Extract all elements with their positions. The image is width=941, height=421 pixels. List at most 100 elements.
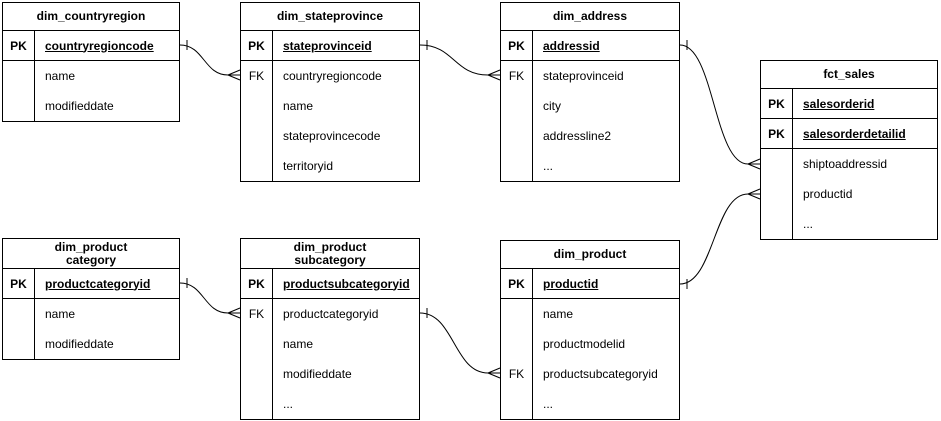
key-cell-empty	[501, 299, 533, 329]
table-row-dim_product-name[interactable]: name	[501, 299, 679, 329]
key-cell-empty	[3, 91, 35, 121]
table-row-dim_address-[interactable]: ...	[501, 151, 679, 181]
table-row-dim_product_subcategory-modifieddate[interactable]: modifieddate	[241, 359, 419, 389]
connector-dim_product_category-to-dim_product_subcategory[interactable]	[179, 278, 241, 319]
table-row-dim_product_subcategory-[interactable]: ...	[241, 389, 419, 419]
field-name: name	[283, 337, 314, 351]
connector-line[interactable]	[179, 282, 229, 314]
table-row-dim_product-productsubcategoryid[interactable]: FK productsubcategoryid	[501, 359, 679, 389]
key-cell-empty	[241, 121, 273, 151]
connector-line[interactable]	[419, 44, 489, 76]
connector-line[interactable]	[179, 44, 229, 76]
field-name: city	[543, 99, 561, 113]
connector-line[interactable]	[679, 193, 749, 285]
field-name: countryregioncode	[45, 38, 154, 53]
field-name: stateprovinceid	[543, 69, 624, 83]
table-title-fct_sales[interactable]: fct_sales	[761, 61, 937, 89]
table-row-dim_product-productid[interactable]: PK productid	[501, 269, 679, 299]
table-row-fct_sales-productid[interactable]: productid	[761, 179, 937, 209]
table-row-fct_sales-shiptoaddressid[interactable]: shiptoaddressid	[761, 149, 937, 179]
table-title-line: subcategory	[294, 252, 366, 267]
key-cell-empty	[501, 329, 533, 359]
table-row-dim_countryregion-modifieddate[interactable]: modifieddate	[3, 91, 179, 121]
key-label: FK	[501, 359, 533, 389]
table-row-fct_sales-[interactable]: ...	[761, 209, 937, 239]
table-row-dim_stateprovince-stateprovincecode[interactable]: stateprovincecode	[241, 121, 419, 151]
field-name: name	[45, 69, 76, 83]
key-label: PK	[501, 31, 533, 60]
table-row-dim_address-city[interactable]: city	[501, 91, 679, 121]
table-row-dim_product-productmodelid[interactable]: productmodelid	[501, 329, 679, 359]
field-name: productsubcategoryid	[283, 276, 410, 291]
field-name: productcategoryid	[283, 307, 379, 321]
connector-line[interactable]	[419, 312, 489, 374]
table-row-dim_product_category-name[interactable]: name	[3, 299, 179, 329]
table-title-line: dim_address	[552, 9, 628, 23]
field-name: productid	[803, 187, 853, 201]
key-cell-empty	[241, 151, 273, 181]
key-cell-empty	[501, 91, 533, 121]
table-title-line: dim_countryregion	[36, 9, 146, 23]
table-title-dim_address[interactable]: dim_address	[501, 3, 679, 31]
table-row-dim_product-[interactable]: ...	[501, 389, 679, 419]
field-name: ...	[543, 159, 554, 173]
table-row-dim_stateprovince-territoryid[interactable]: territoryid	[241, 151, 419, 181]
table-row-dim_stateprovince-name[interactable]: name	[241, 91, 419, 121]
field-name: ...	[803, 217, 814, 231]
field-name: name	[543, 307, 574, 321]
connector-line[interactable]	[679, 44, 749, 165]
cardinality-many-crowfoot	[227, 69, 241, 81]
connector-dim_product-to-fct_sales[interactable]	[679, 188, 761, 289]
field-name: productsubcategoryid	[543, 367, 658, 381]
cardinality-many-crowfoot	[747, 188, 761, 200]
connector-dim_product_subcategory-to-dim_product[interactable]	[419, 308, 501, 379]
key-label: PK	[501, 269, 533, 298]
table-title-dim_stateprovince[interactable]: dim_stateprovince	[241, 3, 419, 31]
table-title-dim_countryregion[interactable]: dim_countryregion	[3, 3, 179, 31]
key-cell-empty	[3, 299, 35, 329]
connector-dim_countryregion-to-dim_stateprovince[interactable]	[179, 40, 241, 81]
table-title-line: dim_product	[54, 239, 128, 254]
table-row-dim_countryregion-name[interactable]: name	[3, 61, 179, 91]
table-row-dim_address-stateprovinceid[interactable]: FK stateprovinceid	[501, 61, 679, 91]
field-name: stateprovincecode	[283, 129, 381, 143]
table-title-dim_product[interactable]: dim_product	[501, 241, 679, 269]
field-name: countryregioncode	[283, 69, 382, 83]
key-label: PK	[241, 31, 273, 60]
key-label: FK	[501, 61, 533, 91]
field-name: territoryid	[283, 159, 334, 173]
field-name: stateprovinceid	[283, 38, 372, 53]
connector-dim_address-to-fct_sales[interactable]	[679, 40, 761, 170]
table-title-line: category	[65, 252, 117, 267]
connector-dim_stateprovince-to-dim_address[interactable]	[419, 40, 501, 81]
key-label: PK	[3, 269, 35, 298]
table-row-dim_stateprovince-stateprovinceid[interactable]: PK stateprovinceid	[241, 31, 419, 61]
field-name: productid	[543, 276, 599, 291]
table-row-dim_product_category-modifieddate[interactable]: modifieddate	[3, 329, 179, 359]
table-row-dim_address-addressline2[interactable]: addressline2	[501, 121, 679, 151]
key-cell-empty	[3, 329, 35, 359]
key-cell-empty	[501, 389, 533, 419]
field-name: salesorderdetailid	[803, 126, 906, 141]
key-label: PK	[761, 89, 793, 118]
table-row-dim_product_subcategory-name[interactable]: name	[241, 329, 419, 359]
table-title-line: fct_sales	[823, 67, 875, 81]
